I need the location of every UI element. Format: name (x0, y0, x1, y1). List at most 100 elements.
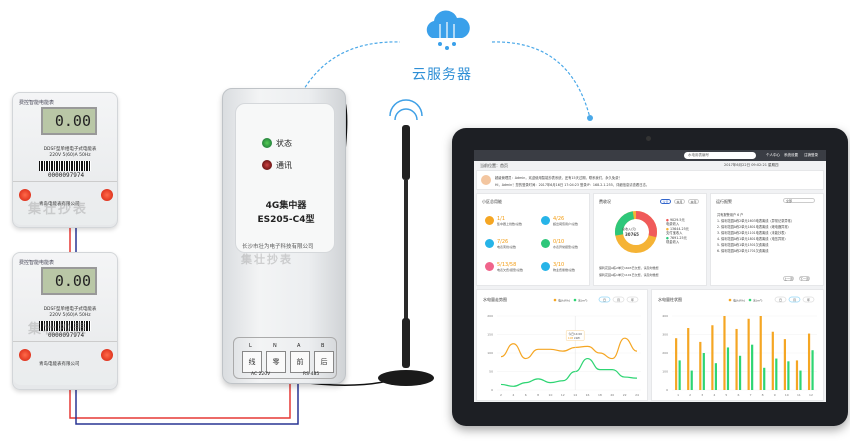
datetime: 2017年6月22日 09:02:21 星期四 (724, 163, 779, 167)
bar-m (787, 361, 790, 390)
x-tick-label: 8 (762, 393, 764, 397)
camera-icon (646, 136, 651, 141)
bar-m (751, 344, 754, 390)
x-tick-label: 24 (635, 393, 639, 397)
y-tick-label: 200 (487, 314, 493, 318)
breadcrumb: 当前位置：首页 (480, 163, 508, 168)
stat-icon (485, 262, 494, 271)
legend-marker (748, 298, 752, 302)
bar-kWh (747, 318, 750, 390)
notice-item: 保利花园A栋1单元1101已欠费，请及时缴费 (599, 273, 659, 277)
bar-kWh (759, 316, 762, 390)
alarm-item[interactable]: 1. 保利花园A栋2单元1603电表离线（异常记录异常） (717, 219, 794, 223)
fees-card: 费收况 今天 本月 本年 总收入(元) 30765 ● 9029.5元电费收入 … (593, 193, 707, 286)
seal-icon (19, 189, 31, 201)
stat-icon (485, 216, 494, 225)
stat-icon (541, 239, 550, 248)
x-tick-label: 6 (525, 393, 527, 397)
menu-settings[interactable]: 系统设置 (784, 153, 798, 157)
bar-kWh (795, 360, 799, 390)
alarm-item[interactable]: 4. 保利花园A栋1单元1801电表离线（电压异常） (717, 237, 788, 241)
legend-marker (553, 298, 557, 302)
legend-label: 水(m³) (578, 297, 587, 302)
x-tick-label: 8 (537, 393, 539, 397)
x-tick-label: 9 (774, 393, 776, 397)
x-tick-label: 22 (623, 393, 627, 397)
menu-logout[interactable]: 注销登录 (804, 153, 818, 157)
chart-tab-label: 日 (603, 298, 606, 302)
bar-kWh (783, 339, 786, 390)
legend-label: 电(kWh) (733, 297, 745, 302)
top-bar: 水电用表编号 个人中心 系统设置 注销登录 (474, 150, 826, 161)
watermark: 集壮抄表 (28, 202, 89, 217)
chart-tab-label: 年 (631, 297, 634, 302)
ac-label: AC 220V (251, 372, 271, 377)
status-led (262, 138, 272, 148)
x-tick-label: 4 (713, 393, 715, 397)
prev-page-button[interactable]: 上一页 (783, 276, 794, 281)
signal-icon (389, 99, 423, 121)
cloud-server-icon (426, 10, 470, 50)
chart-title: 水电量走势图 (483, 296, 507, 302)
chart-tab (626, 296, 639, 303)
legend-label: 水(m³) (753, 297, 762, 302)
y-tick-label: 100 (487, 351, 493, 355)
stat-icon (485, 239, 494, 248)
search-input[interactable]: 水电用表编号 (684, 152, 756, 159)
x-tick-label: 2 (500, 393, 502, 397)
x-tick-label: 10 (549, 393, 553, 397)
y-tick-label: 100 (662, 370, 668, 374)
alarms-card: 运行报警 全部 共有报警用户 6 户 1. 保利花园A栋2单元1603电表离线（… (710, 193, 824, 286)
bar-m (799, 370, 802, 390)
legend-marker (728, 298, 732, 302)
tab-month[interactable]: 本月 (674, 199, 685, 204)
blue-wire (75, 228, 299, 425)
x-tick-label: 1 (677, 393, 679, 397)
bar-m (726, 347, 730, 390)
tooltip-unit: kWh (574, 336, 580, 340)
x-tick-label: 5 (725, 393, 727, 397)
tooltip-time: 今日14:00 (568, 332, 582, 336)
tab-year[interactable]: 本年 (688, 199, 699, 204)
cloud-server-label: 云服务器 (412, 67, 472, 83)
x-tick-label: 6 (737, 393, 739, 397)
alarm-filter-select[interactable]: 全部 (783, 198, 815, 203)
menu-profile[interactable]: 个人中心 (766, 153, 780, 157)
alarm-item[interactable]: 2. 保利花园A栋2单元1801电表离线（继电器异常） (717, 225, 791, 229)
y-tick-label: 0 (666, 388, 668, 392)
x-tick-label: 18 (598, 393, 602, 397)
fees-legend: ● 9029.5元电费收入 ● 13644.25元支付宝收入 ● 7691.25… (666, 218, 689, 245)
tab-today[interactable]: 今天 (660, 199, 671, 204)
meter-serial: 0000097974 (47, 332, 85, 339)
barcode (39, 161, 91, 171)
seal-icon (19, 349, 31, 361)
watermark: 集壮抄表 (28, 322, 89, 337)
fees-donut (615, 211, 657, 253)
terminal-a: 前 (290, 351, 310, 373)
y-tick-label: 150 (487, 333, 493, 337)
bar-m (690, 370, 693, 390)
x-tick-label: 16 (586, 393, 590, 397)
concentrator-cloud-link (299, 41, 401, 97)
legend-label: 电(kWh) (558, 297, 570, 302)
alarm-item[interactable]: 3. 保利花园A栋2单元1101电表离线（未能抄表） (717, 231, 788, 235)
y-tick-label: 300 (662, 333, 668, 337)
bar-kWh (723, 316, 726, 390)
bar-kWh (735, 328, 738, 390)
next-page-button[interactable]: 下一页 (799, 276, 810, 281)
x-tick-label: 2 (689, 393, 691, 397)
x-tick-label: 20 (610, 393, 614, 397)
x-tick-label: 10 (785, 393, 789, 397)
terminal-l: 线 (242, 351, 262, 373)
y-tick-label: 0 (491, 388, 493, 392)
alarm-item[interactable]: 5. 保利花园A栋1单元1501欠费离线 (717, 243, 769, 247)
dashboard-screen: 水电用表编号 个人中心 系统设置 注销登录 当前位置：首页 2017年6月22日… (474, 150, 826, 402)
alarm-item[interactable]: 6. 保利花园A栋2单元1701欠费离线 (717, 249, 769, 253)
bar-kWh (675, 338, 678, 390)
series-line-0 (500, 337, 638, 360)
